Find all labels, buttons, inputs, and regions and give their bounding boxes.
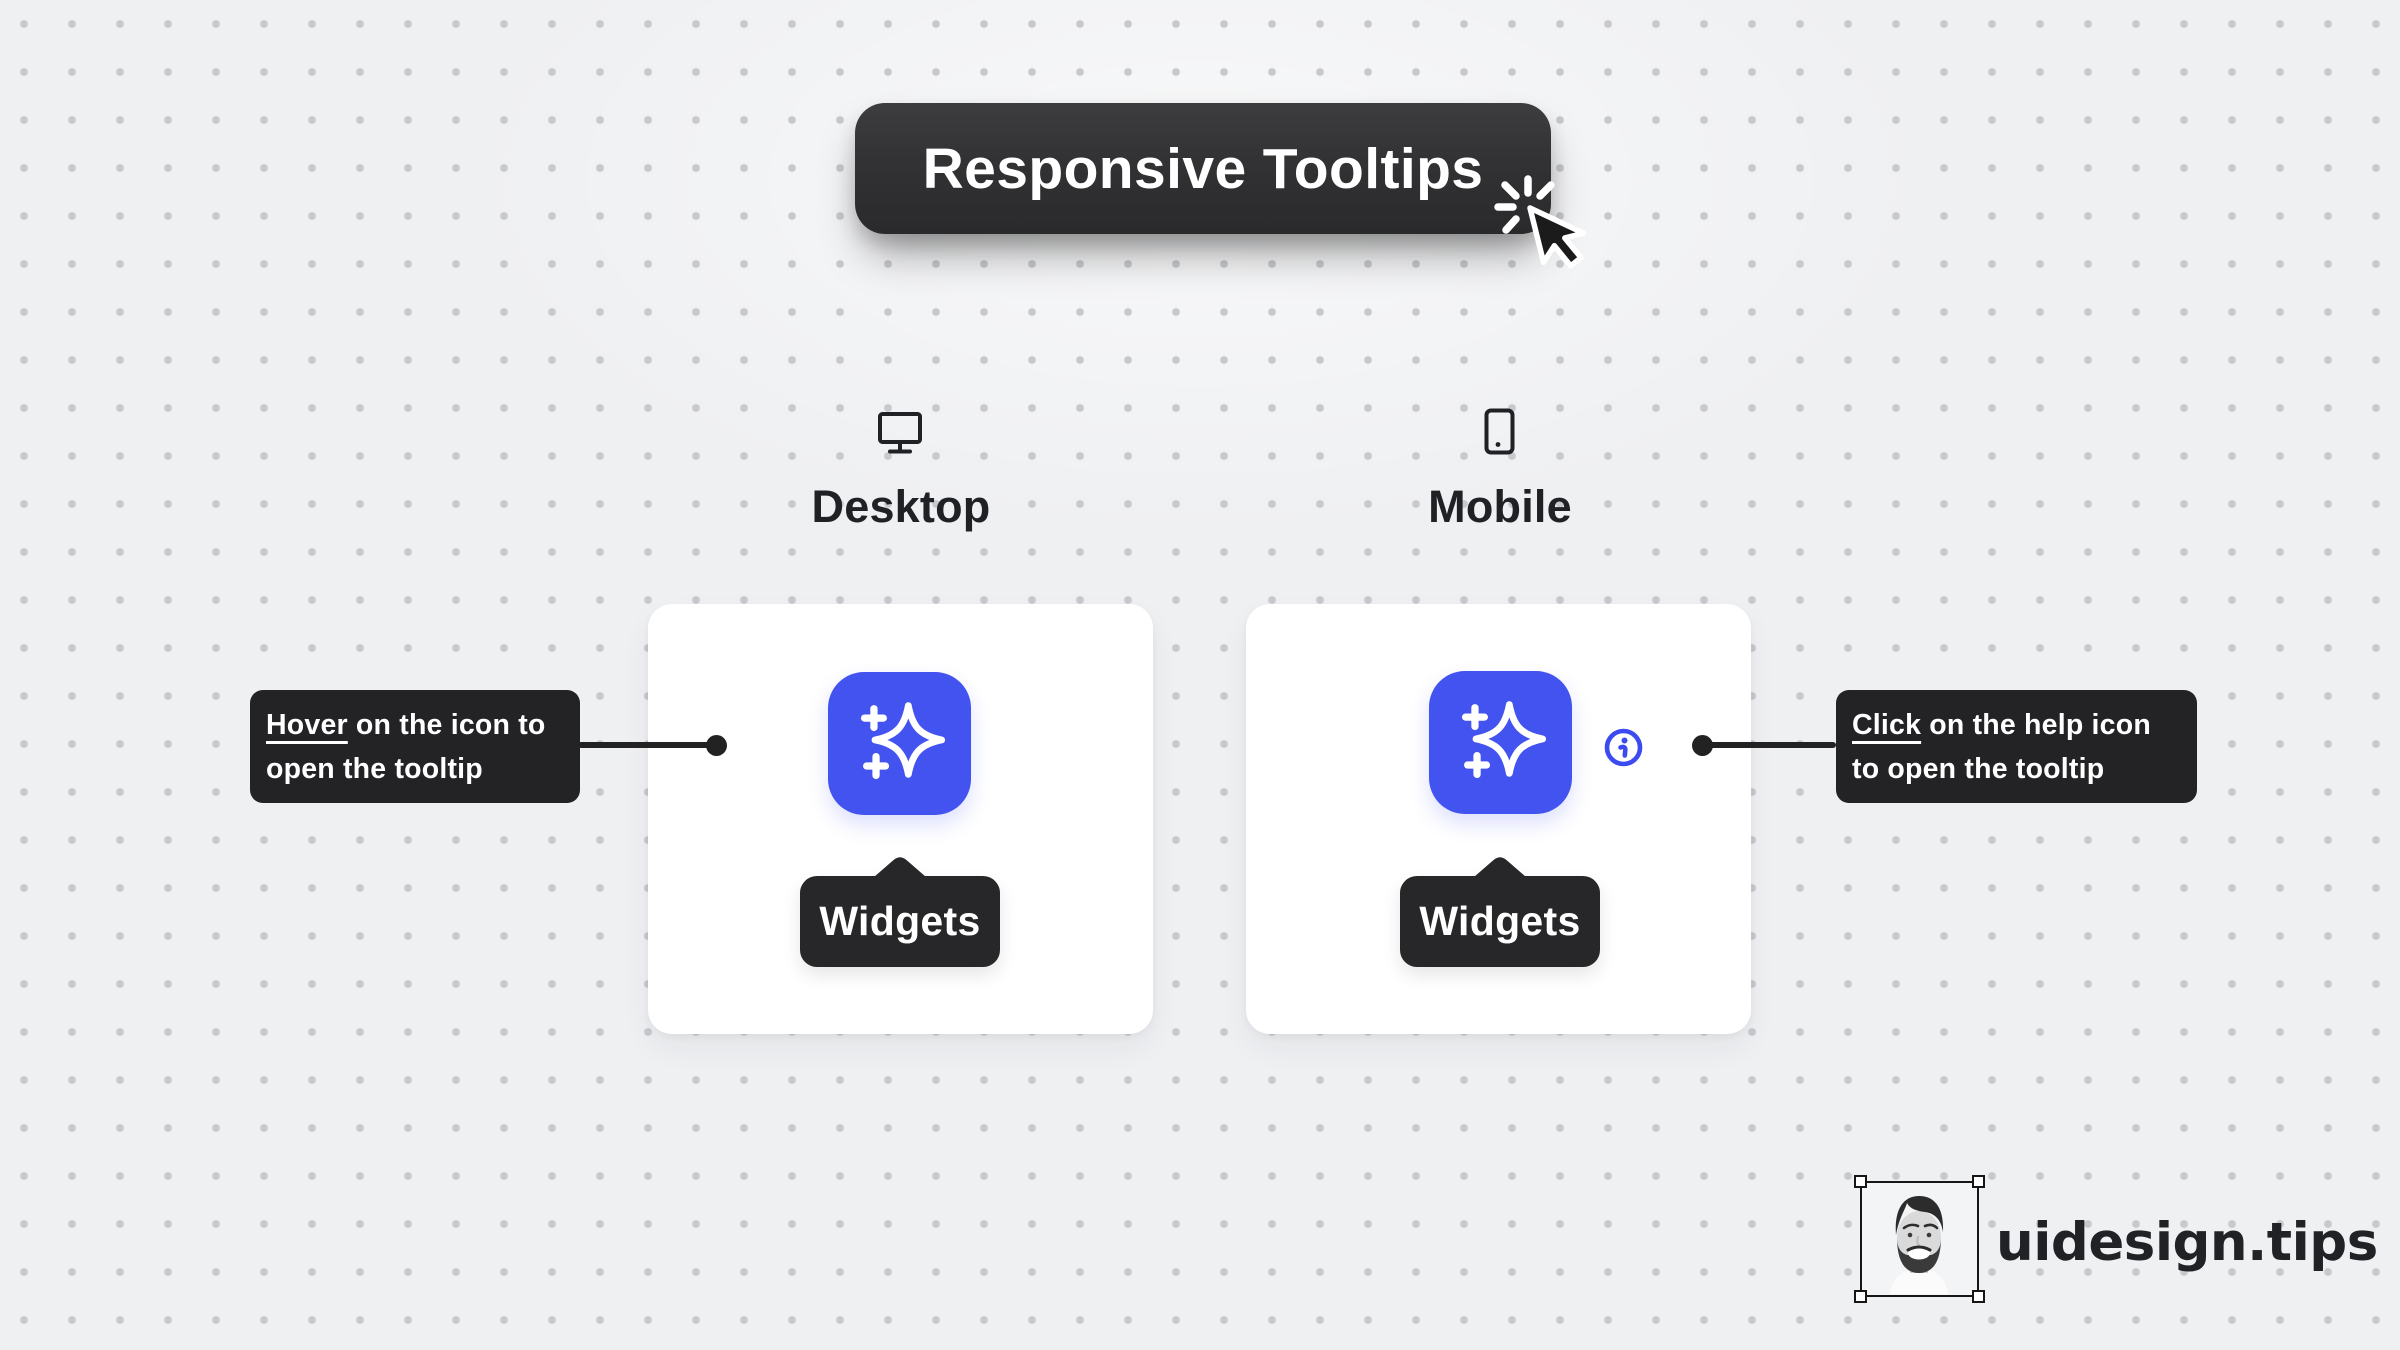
mobile-card	[1246, 604, 1751, 1034]
smartphone-icon	[1484, 408, 1515, 455]
desktop-card	[648, 604, 1153, 1034]
widgets-app-icon-desktop[interactable]	[828, 672, 971, 815]
desktop-section-label: Desktop	[811, 481, 991, 532]
sparkles-icon	[850, 691, 950, 796]
tooltip-arrow	[874, 857, 926, 877]
widgets-tooltip-mobile: Widgets	[1400, 857, 1600, 967]
connector-dot-left	[706, 735, 727, 756]
page-title: Responsive Tooltips	[922, 136, 1484, 201]
avatar-image-frame[interactable]	[1854, 1175, 1985, 1303]
widgets-tooltip-desktop: Widgets	[800, 857, 1000, 967]
tooltip-arrow	[1474, 857, 1526, 877]
callout-hover-annotation: Hover on the icon to open the tooltip	[250, 690, 580, 803]
callout-action-word: Click	[1852, 708, 1922, 741]
callout-text: on the icon to	[347, 708, 546, 741]
connector-line-right	[1702, 742, 1836, 748]
tooltip-label: Widgets	[1419, 898, 1581, 944]
callout-action-word: Hover	[266, 708, 348, 741]
monitor-icon	[877, 410, 923, 456]
callout-line: to open the tooltip	[1852, 752, 2105, 785]
selection-handle[interactable]	[1972, 1290, 1985, 1303]
selection-handle[interactable]	[1854, 1290, 1867, 1303]
selection-handle[interactable]	[1854, 1175, 1867, 1188]
cursor-click-icon	[1492, 172, 1622, 298]
info-icon[interactable]	[1604, 728, 1643, 767]
widgets-app-icon-mobile[interactable]	[1429, 671, 1572, 814]
connector-dot-right	[1692, 735, 1713, 756]
sparkles-icon	[1451, 690, 1551, 795]
mobile-section-label: Mobile	[1428, 481, 1572, 532]
avatar	[1862, 1183, 1976, 1294]
connector-line-left	[578, 742, 716, 748]
callout-line: Hover on the icon to	[266, 704, 564, 746]
callout-line: open the tooltip	[266, 752, 483, 785]
selection-handle[interactable]	[1972, 1175, 1985, 1188]
title-banner-button[interactable]: Responsive Tooltips	[855, 103, 1551, 234]
brand-wordmark: uidesign.tips	[1996, 1212, 2378, 1273]
callout-click-annotation: Click on the help icon to open the toolt…	[1836, 690, 2197, 803]
callout-line: Click on the help icon	[1852, 704, 2181, 746]
tooltip-label: Widgets	[819, 898, 981, 944]
callout-text: on the help icon	[1921, 708, 2151, 741]
